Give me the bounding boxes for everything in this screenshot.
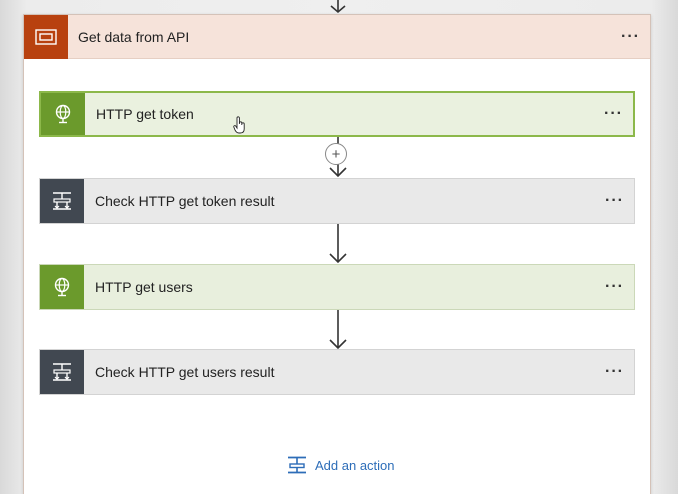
action-label: Check HTTP get users result <box>95 364 275 380</box>
action-card-check-http-get-token-result[interactable]: Check HTTP get token result ··· <box>39 178 635 224</box>
flow-connector <box>329 310 347 350</box>
action-more-options-button[interactable]: ··· <box>605 363 624 380</box>
action-label: HTTP get users <box>95 279 193 295</box>
action-label: HTTP get token <box>96 106 194 122</box>
flow-arrow-top <box>330 0 346 14</box>
action-card-http-get-token[interactable]: HTTP get token ··· <box>39 91 635 137</box>
add-action-button[interactable]: Add an action <box>287 456 395 474</box>
globe-icon <box>40 265 84 309</box>
add-action-icon <box>288 456 306 474</box>
insert-step-button[interactable]: + <box>325 143 347 165</box>
mouse-pointer-icon <box>233 116 245 134</box>
action-card-check-http-get-users-result[interactable]: Check HTTP get users result ··· <box>39 349 635 395</box>
scope-title: Get data from API <box>78 29 190 45</box>
scope-icon <box>24 15 68 59</box>
scope-more-options-button[interactable]: ··· <box>621 27 640 45</box>
add-action-label: Add an action <box>315 457 395 473</box>
globe-icon <box>41 93 85 135</box>
action-more-options-button[interactable]: ··· <box>605 278 624 295</box>
condition-icon <box>40 350 84 394</box>
action-card-http-get-users[interactable]: HTTP get users ··· <box>39 264 635 310</box>
action-label: Check HTTP get token result <box>95 193 275 209</box>
action-more-options-button[interactable]: ··· <box>604 105 623 122</box>
flow-connector <box>329 224 347 264</box>
scope-header[interactable]: Get data from API ··· <box>24 15 650 59</box>
action-more-options-button[interactable]: ··· <box>605 192 624 209</box>
condition-icon <box>40 179 84 223</box>
